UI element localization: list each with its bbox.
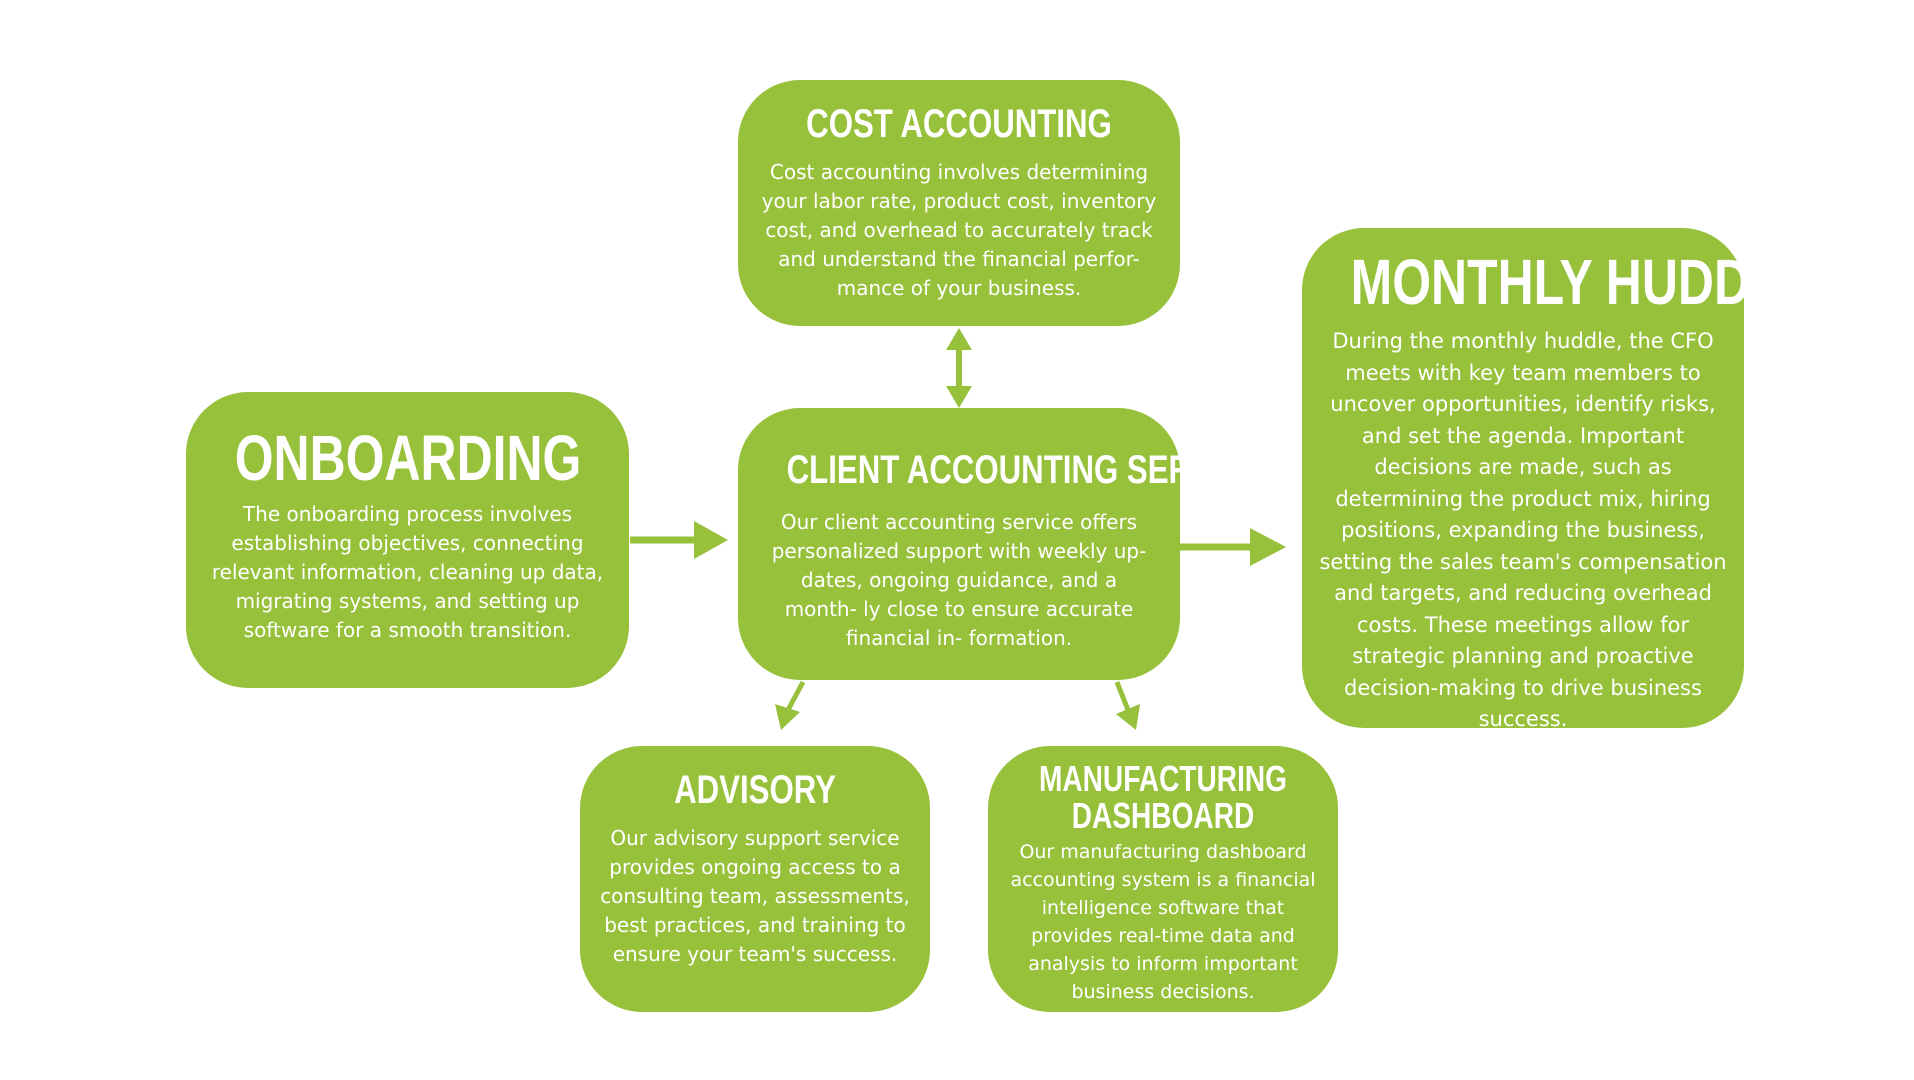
arrow-client-to-manufacturing: [1114, 681, 1140, 730]
arrow-onboarding-to-client: [630, 521, 728, 559]
monthly-huddle-description: During the monthly huddle, the CFO meets…: [1319, 329, 1727, 731]
manufacturing-dashboard-box: MANUFACTURING DASHBOARD Our manufacturin…: [988, 746, 1338, 1012]
onboarding-description: The onboarding process involves establis…: [211, 502, 604, 642]
monthly-huddle-title: MONTHLY HUDDLE: [1350, 246, 1814, 318]
manufacturing-dashboard-description: Our manufacturing dashboard accounting s…: [1010, 841, 1316, 1003]
arrow-client-cost-bidirectional: [946, 328, 972, 408]
arrow-client-to-huddle: [1180, 528, 1286, 566]
manufacturing-dashboard-title: MANUFACTURING DASHBOARD: [1038, 758, 1288, 836]
advisory-box: ADVISORY Our advisory support service pr…: [580, 746, 930, 1012]
advisory-description: Our advisory support service provides on…: [600, 826, 910, 966]
client-accounting-services-box: CLIENT ACCOUNTING SERVICES Our client ac…: [738, 408, 1285, 680]
advisory-title: ADVISORY: [674, 768, 836, 812]
cost-accounting-description: Cost accounting involves determining you…: [761, 160, 1157, 300]
arrow-client-to-advisory: [775, 680, 806, 730]
client-accounting-services-description: Our client accounting service offers per…: [771, 510, 1147, 650]
client-accounting-services-title: CLIENT ACCOUNTING SERVICES: [786, 448, 1285, 492]
cost-accounting-title: COST ACCOUNTING: [806, 102, 1112, 146]
onboarding-box: ONBOARDING The onboarding process involv…: [186, 392, 629, 688]
onboarding-title: ONBOARDING: [234, 422, 582, 494]
monthly-huddle-box: MONTHLY HUDDLE During the monthly huddle…: [1302, 228, 1814, 731]
cost-accounting-box: COST ACCOUNTING Cost accounting involves…: [738, 80, 1180, 326]
